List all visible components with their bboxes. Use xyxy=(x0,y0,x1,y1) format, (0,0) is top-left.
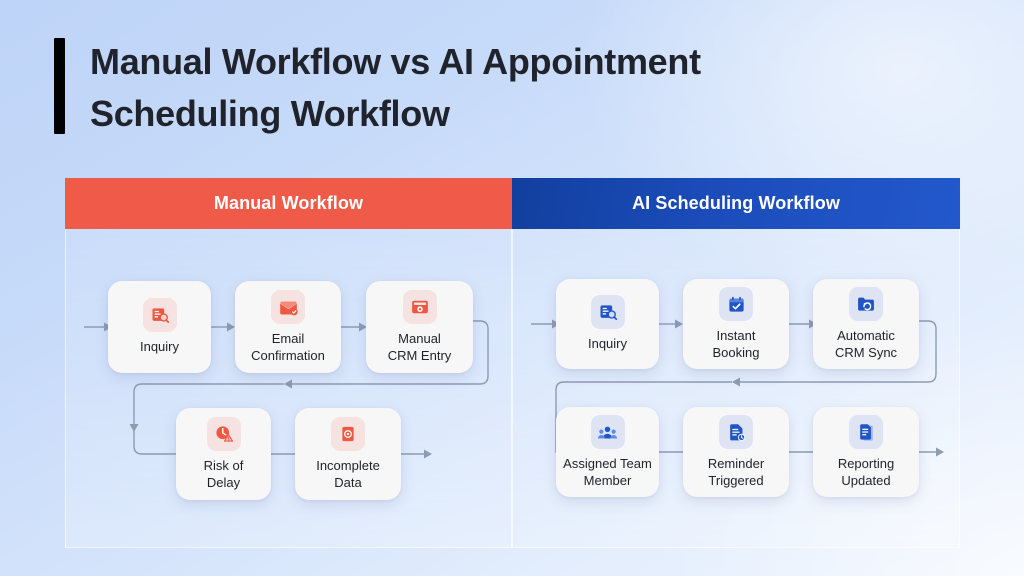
report-doc-icon xyxy=(849,415,883,450)
team-members-icon xyxy=(590,415,625,450)
crm-entry-icon xyxy=(402,290,437,325)
step-card-manual-crm-entry[interactable]: Manual CRM Entry xyxy=(366,281,473,373)
title-accent-bar xyxy=(54,38,65,135)
column-header-ai-label: AI Scheduling Workflow xyxy=(632,193,840,213)
inquiry-search-icon xyxy=(142,298,177,333)
step-card-label: Assigned Team Member xyxy=(563,456,652,488)
connector-left-wrap-right xyxy=(292,320,489,385)
column-header-manual-label: Manual Workflow xyxy=(213,193,364,213)
step-card-manual-email-confirmation[interactable]: Email Confirmation xyxy=(235,281,341,373)
email-icon xyxy=(271,290,305,325)
step-card-manual-risk-of-delay[interactable]: Risk of Delay xyxy=(176,408,271,500)
step-card-ai-crm-sync[interactable]: Automatic CRM Sync xyxy=(813,279,919,369)
step-card-manual-incomplete-data[interactable]: Incomplete Data xyxy=(295,408,401,500)
clock-warning-icon xyxy=(206,417,241,452)
reminder-doc-icon xyxy=(719,415,753,450)
step-card-ai-assigned-team-member[interactable]: Assigned Team Member xyxy=(556,407,659,497)
step-card-label: Reminder Triggered xyxy=(707,456,765,488)
step-card-label: Inquiry xyxy=(587,336,628,352)
arrowhead-left-wrap-down xyxy=(129,424,139,432)
page-title-text: Manual Workflow vs AI Appointment Schedu… xyxy=(90,41,701,135)
step-card-ai-reporting-updated[interactable]: Reporting Updated xyxy=(813,407,919,497)
arrowhead-right-wrap-left xyxy=(732,377,740,387)
column-header-manual: Manual Workflow xyxy=(65,178,512,229)
arrowhead-left-exit xyxy=(424,449,432,459)
step-card-label: Manual CRM Entry xyxy=(387,331,452,363)
step-card-label: Reporting Updated xyxy=(837,456,895,488)
step-card-label: Automatic CRM Sync xyxy=(834,328,898,360)
arrowhead-right-exit xyxy=(936,447,944,457)
arrowhead-left-1-2 xyxy=(227,322,235,332)
step-card-label: Risk of Delay xyxy=(203,458,244,490)
connector-right-wrap-right xyxy=(740,320,937,383)
step-card-label: Incomplete Data xyxy=(316,458,380,490)
step-card-label: Inquiry xyxy=(139,339,180,355)
column-header-ai: AI Scheduling Workflow xyxy=(512,178,960,229)
arrowhead-left-wrap-left xyxy=(284,379,292,389)
step-card-ai-instant-booking[interactable]: Instant Booking xyxy=(683,279,789,369)
incomplete-data-icon xyxy=(331,417,365,452)
crm-sync-icon xyxy=(849,287,883,322)
step-card-label: Instant Booking xyxy=(712,328,760,360)
page-title: Manual Workflow vs AI Appointment Schedu… xyxy=(54,36,701,140)
connector-left-wrap-down xyxy=(133,383,284,455)
arrowhead-left-2-3 xyxy=(359,322,367,332)
step-card-ai-inquiry[interactable]: Inquiry xyxy=(556,279,659,369)
arrowhead-right-1-2 xyxy=(675,319,683,329)
step-card-manual-inquiry[interactable]: Inquiry xyxy=(108,281,211,373)
calendar-check-icon xyxy=(719,287,753,322)
step-card-label: Email Confirmation xyxy=(251,331,325,363)
inquiry-search-icon xyxy=(590,295,625,330)
step-card-ai-reminder-triggered[interactable]: Reminder Triggered xyxy=(683,407,789,497)
